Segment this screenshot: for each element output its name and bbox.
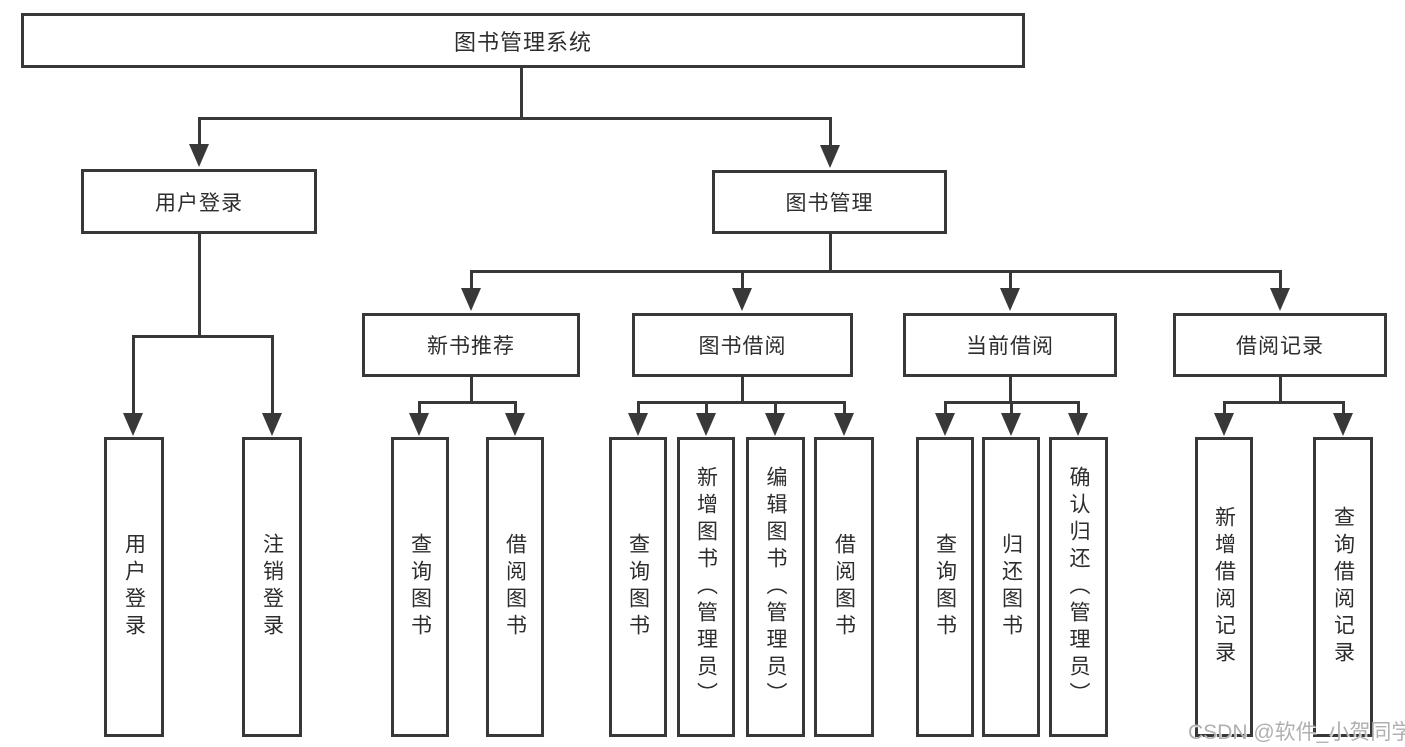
node-book-borrow-label: 图书借阅 xyxy=(698,335,787,358)
connector-level2-branch xyxy=(198,117,832,120)
leaf-user-login: 用户登录 xyxy=(104,437,164,737)
connector-leaf-stem xyxy=(1077,401,1080,416)
connector-under-borrow-records xyxy=(1279,376,1282,404)
connector-under-user-login xyxy=(198,233,201,337)
node-current-borrow: 当前借阅 xyxy=(903,313,1117,377)
node-user-login-label: 用户登录 xyxy=(155,191,243,215)
leaf-query-books-3: 查询图书 xyxy=(916,437,974,737)
leaf-query-books-3-label: 查询图书 xyxy=(933,533,957,641)
connector-to-leaf-logout xyxy=(271,335,274,416)
leaf-borrow-books-1-label: 借阅图书 xyxy=(503,533,527,641)
arrowhead-down-icon xyxy=(409,413,429,436)
arrowhead-down-icon xyxy=(461,288,481,311)
arrowhead-down-icon xyxy=(123,413,143,436)
leaf-confirm-return-admin: 确认归还（管理员） xyxy=(1049,437,1108,737)
node-book-management: 图书管理 xyxy=(712,170,947,234)
leaf-return-books: 归还图书 xyxy=(982,437,1040,737)
connector-under-book-borrow xyxy=(741,376,744,404)
connector-under-book-management xyxy=(829,233,832,272)
node-book-borrow: 图书借阅 xyxy=(632,313,853,377)
leaf-logout-login-label: 注销登录 xyxy=(260,533,284,641)
leaf-add-books-admin: 新增图书（管理员） xyxy=(677,437,735,737)
leaf-borrow-books-1: 借阅图书 xyxy=(486,437,544,737)
leaf-borrow-books-2: 借阅图书 xyxy=(814,437,874,737)
connector-leaf-stem xyxy=(1342,401,1345,416)
connector-to-leaf-user-login xyxy=(132,335,135,416)
node-system-root-label: 图书管理系统 xyxy=(453,29,592,55)
arrowhead-down-icon xyxy=(262,413,282,436)
connector-under-current-borrow xyxy=(1009,376,1012,404)
arrowhead-down-icon xyxy=(696,413,716,436)
connector-leaf-stem xyxy=(514,401,517,416)
leaf-user-login-label: 用户登录 xyxy=(122,533,146,641)
leaf-add-books-admin-label: 新增图书（管理员） xyxy=(694,465,718,709)
connector-leaf-stem xyxy=(843,401,846,416)
watermark: CSDN @软件_小贺同学 xyxy=(1188,721,1405,744)
connector-to-current-borrow xyxy=(1009,270,1012,292)
connector-to-new-book-recommend xyxy=(470,270,473,292)
leaf-query-books-1-label: 查询图书 xyxy=(408,533,432,641)
leaf-query-borrow-record-label: 查询借阅记录 xyxy=(1331,506,1355,668)
connector-to-book-borrow xyxy=(741,270,744,292)
leaf-edit-books-admin: 编辑图书（管理员） xyxy=(746,437,805,737)
leaf-query-books-1: 查询图书 xyxy=(391,437,449,737)
connector-leaf-stem xyxy=(1010,401,1013,416)
arrowhead-down-icon xyxy=(1000,288,1020,311)
arrowhead-down-icon xyxy=(820,145,840,168)
leaf-edit-books-admin-label: 编辑图书（管理员） xyxy=(764,465,787,709)
connector-leaf-stem xyxy=(418,401,421,416)
connector-level3-branch xyxy=(470,270,1281,273)
connector-user-login-branch xyxy=(133,335,274,338)
leaf-logout-login: 注销登录 xyxy=(242,437,302,737)
arrowhead-down-icon xyxy=(935,413,955,436)
connector-leaf-stem xyxy=(1223,401,1226,416)
leaf-add-borrow-record: 新增借阅记录 xyxy=(1195,437,1253,737)
node-book-management-label: 图书管理 xyxy=(785,192,874,215)
leaf-borrow-books-2-label: 借阅图书 xyxy=(832,533,856,641)
arrowhead-down-icon xyxy=(1333,413,1353,436)
node-system-root: 图书管理系统 xyxy=(21,13,1025,68)
connector-under-new-book-recommend xyxy=(470,376,473,404)
connector-to-book-management xyxy=(829,117,832,150)
leaf-confirm-return-admin-label: 确认归还（管理员） xyxy=(1067,465,1090,709)
node-new-book-recommend: 新书推荐 xyxy=(362,313,580,377)
arrowhead-down-icon xyxy=(1214,413,1234,436)
leaf-query-books-2: 查询图书 xyxy=(609,437,667,737)
arrowhead-down-icon xyxy=(628,413,648,436)
arrowhead-down-icon xyxy=(1270,288,1290,311)
connector-leaf-stem xyxy=(705,401,708,416)
node-new-book-recommend-label: 新书推荐 xyxy=(427,335,515,358)
connector-book-borrow-branch xyxy=(637,401,845,404)
arrowhead-down-icon xyxy=(834,413,854,436)
arrowhead-down-icon xyxy=(1001,413,1021,436)
node-borrow-records: 借阅记录 xyxy=(1173,313,1387,377)
leaf-query-books-2-label: 查询图书 xyxy=(626,533,650,641)
leaf-return-books-label: 归还图书 xyxy=(999,533,1023,641)
arrowhead-down-icon xyxy=(732,288,752,311)
connector-leaf-stem xyxy=(774,401,777,416)
node-borrow-records-label: 借阅记录 xyxy=(1236,335,1324,358)
connector-to-borrow-records xyxy=(1279,270,1282,292)
connector-root-stem xyxy=(520,66,523,119)
leaf-add-borrow-record-label: 新增借阅记录 xyxy=(1212,506,1236,668)
arrowhead-down-icon xyxy=(1068,413,1088,436)
arrowhead-down-icon xyxy=(189,144,209,167)
arrowhead-down-icon xyxy=(505,413,525,436)
node-current-borrow-label: 当前借阅 xyxy=(966,335,1054,358)
connector-to-user-login xyxy=(198,117,201,148)
arrowhead-down-icon xyxy=(765,413,785,436)
connector-leaf-stem xyxy=(637,401,640,416)
leaf-query-borrow-record: 查询借阅记录 xyxy=(1313,437,1373,737)
connector-leaf-stem xyxy=(944,401,947,416)
connector-new-book-recommend-branch xyxy=(419,401,517,404)
connector-borrow-records-branch xyxy=(1223,401,1345,404)
node-user-login: 用户登录 xyxy=(81,169,317,234)
